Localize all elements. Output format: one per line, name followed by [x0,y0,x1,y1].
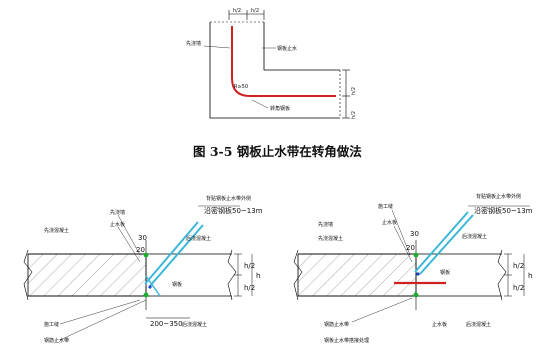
figure-caption: 图 3-5 钢板止水带在转角做法 [193,144,362,159]
dim-top-left: h/2 [233,8,241,14]
r-callout-top-2: 沿密钢板50~13m [474,206,533,215]
dim-h2-bottom: h/2 [244,284,255,292]
left-label-b: 止水板 [110,221,125,228]
left-label-g: 钢筋止水带 [44,337,69,344]
left-label-c: 后浇混凝土 [186,235,211,242]
corner-detail-figure: h/2 h/2 h/2 h/2 先浇墙 钢板止水 R≥50 转角钢板 [186,8,357,119]
label-waterstop: 钢板止水 [277,45,297,52]
left-label-f: 钢板 [172,281,182,288]
left-label-h: 后浇混凝土 [182,321,207,328]
right-label-c: 止水板 [382,219,397,226]
dim-bottom: 200~350 [150,320,183,328]
dim-side-upper: h/2 [351,87,357,95]
label-radius: R≥50 [234,84,248,90]
right-bottom-note: 钢板止水带搭接处理 [324,337,369,344]
dim-h2-bottom-r: h/2 [513,284,524,292]
left-label-e: 施工缝 [44,321,59,328]
right-joint-figure: h/2 h/2 h 30 20 背贴钢板止水带外侧 沿密钢板50~13m 施工缝… [293,193,533,344]
callout-top-2: 沿密钢板50~13m [204,206,263,215]
right-label-f: 钢板 [440,269,450,276]
left-label-a: 先浇墙 [110,209,125,216]
right-label-b: 先浇墙 [318,221,333,228]
right-label-i: 后浇混凝土 [466,321,491,328]
left-label-d: 先浇混凝土 [44,227,69,234]
right-label-d: 后浇混凝土 [462,233,487,240]
dim-h-r: h [528,272,532,280]
dim-h2-top-r: h/2 [513,262,524,270]
right-label-h: 止水板 [432,321,447,328]
label-wall: 先浇墙 [186,40,201,47]
right-label-a: 施工缝 [378,203,393,210]
right-label-e: 先浇混凝土 [318,235,343,242]
dim-30: 30 [138,234,147,242]
callout-top-1: 背贴钢板止水带外侧 [206,195,251,202]
dim-20: 20 [136,246,145,254]
dim-side-lower: h/2 [351,111,357,119]
right-label-g: 钢筋止水带 [324,321,349,328]
dim-top-right: h/2 [251,8,259,14]
dim-20-r: 20 [406,244,415,252]
dim-30-r: 30 [410,230,419,238]
r-callout-top-1: 背贴钢板止水带外侧 [476,193,521,200]
left-joint-figure: h/2 h/2 h 30 20 200~350 背贴钢板止水带外侧 沿密钢板50… [23,195,263,344]
dim-h2-top: h/2 [244,262,255,270]
label-corner-plate: 转角钢板 [270,105,290,112]
dim-h: h [256,272,260,280]
